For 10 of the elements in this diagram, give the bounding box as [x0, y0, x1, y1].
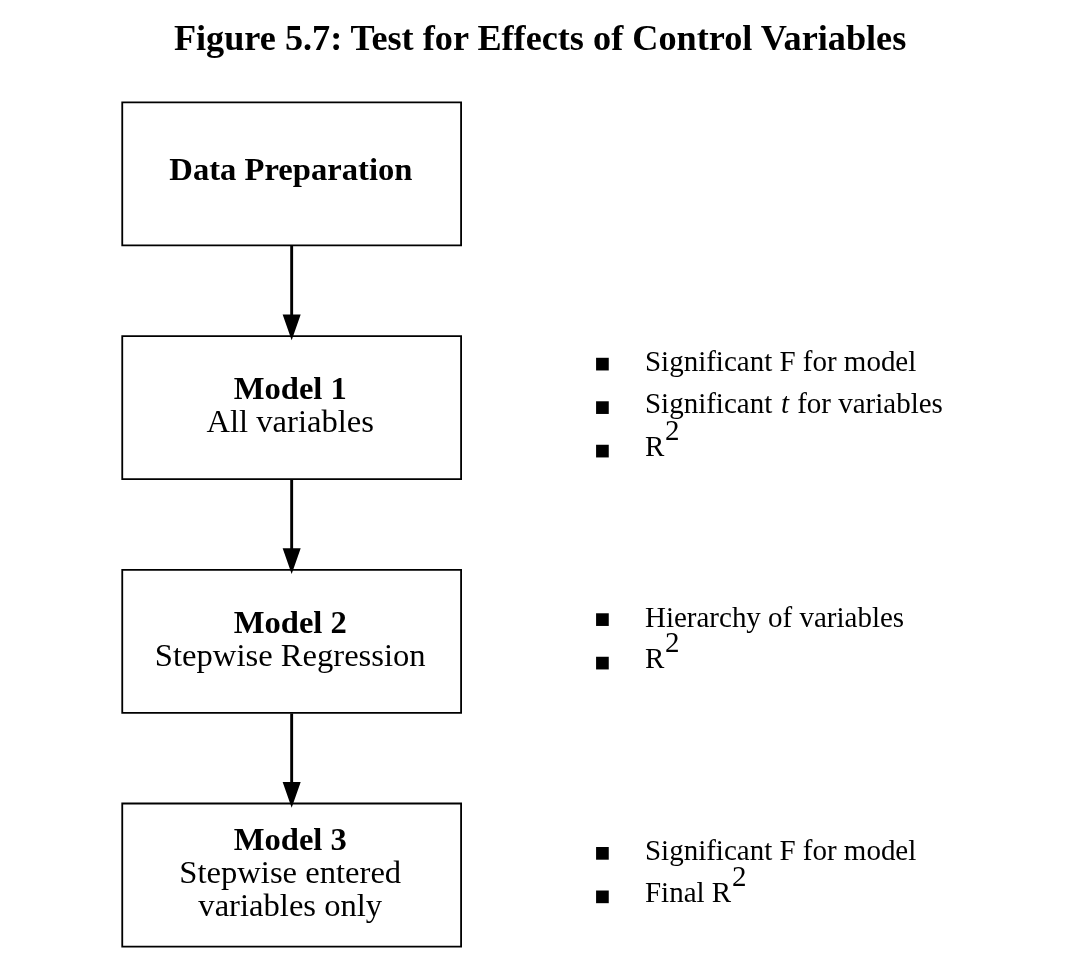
node-label: Hierarchy of variables — [645, 600, 905, 633]
arrow — [282, 479, 301, 575]
arrow — [282, 713, 301, 808]
diagram-title: Figure 5.7: Test for Effects of Control Variables — [173, 17, 907, 58]
arrow — [282, 245, 301, 341]
node-box: Data Preparation — [121, 101, 462, 247]
node-box: Model 1 All variables — [121, 335, 462, 481]
node-label: Significant F for model — [645, 345, 917, 378]
node-box: Model 3 Stepwise entered variables only — [121, 802, 462, 948]
node-box: Model 2 Stepwise Regression — [121, 568, 462, 714]
